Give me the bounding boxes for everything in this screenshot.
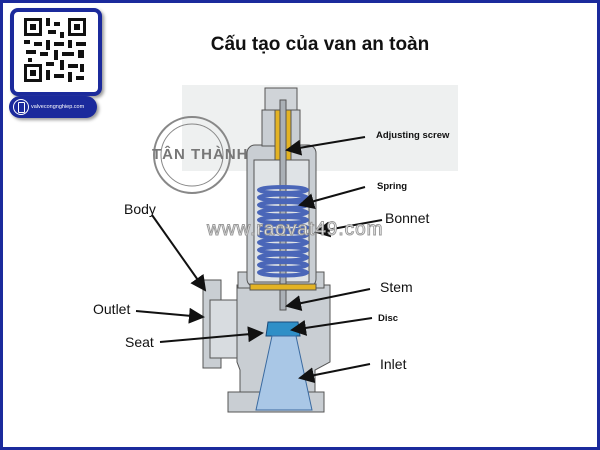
label-seat: Seat (125, 334, 154, 350)
stem-part (279, 99, 287, 311)
watermark: www.raovat49.com (207, 219, 384, 241)
label-disc: Disc (378, 313, 399, 324)
label-stem: Stem (380, 279, 413, 295)
company-stamp (153, 116, 231, 194)
phone-icon (13, 99, 29, 115)
background-panel (182, 85, 458, 171)
label-outlet: Outlet (93, 301, 131, 317)
spring-part (257, 185, 309, 278)
website-badge[interactable]: valvecongnghiep.com (9, 96, 97, 118)
website-text: valvecongnghiep.com (31, 104, 85, 110)
qr-code[interactable] (10, 8, 102, 96)
gasket (249, 283, 317, 291)
nozzle-part (255, 335, 313, 411)
spring-coil (257, 267, 309, 278)
label-body: Body (124, 201, 156, 217)
page-title: Cấu tạo của van an toàn (210, 34, 430, 55)
label-spring: Spring (377, 181, 408, 192)
label-inlet: Inlet (380, 356, 407, 372)
label-adjusting-screw: Adjusting screw (376, 130, 450, 141)
label-bonnet: Bonnet (385, 210, 430, 226)
leader-arrows (135, 136, 383, 384)
stamp-name: TÂN THÀNH (152, 146, 249, 163)
qr-code-icon (24, 18, 86, 82)
